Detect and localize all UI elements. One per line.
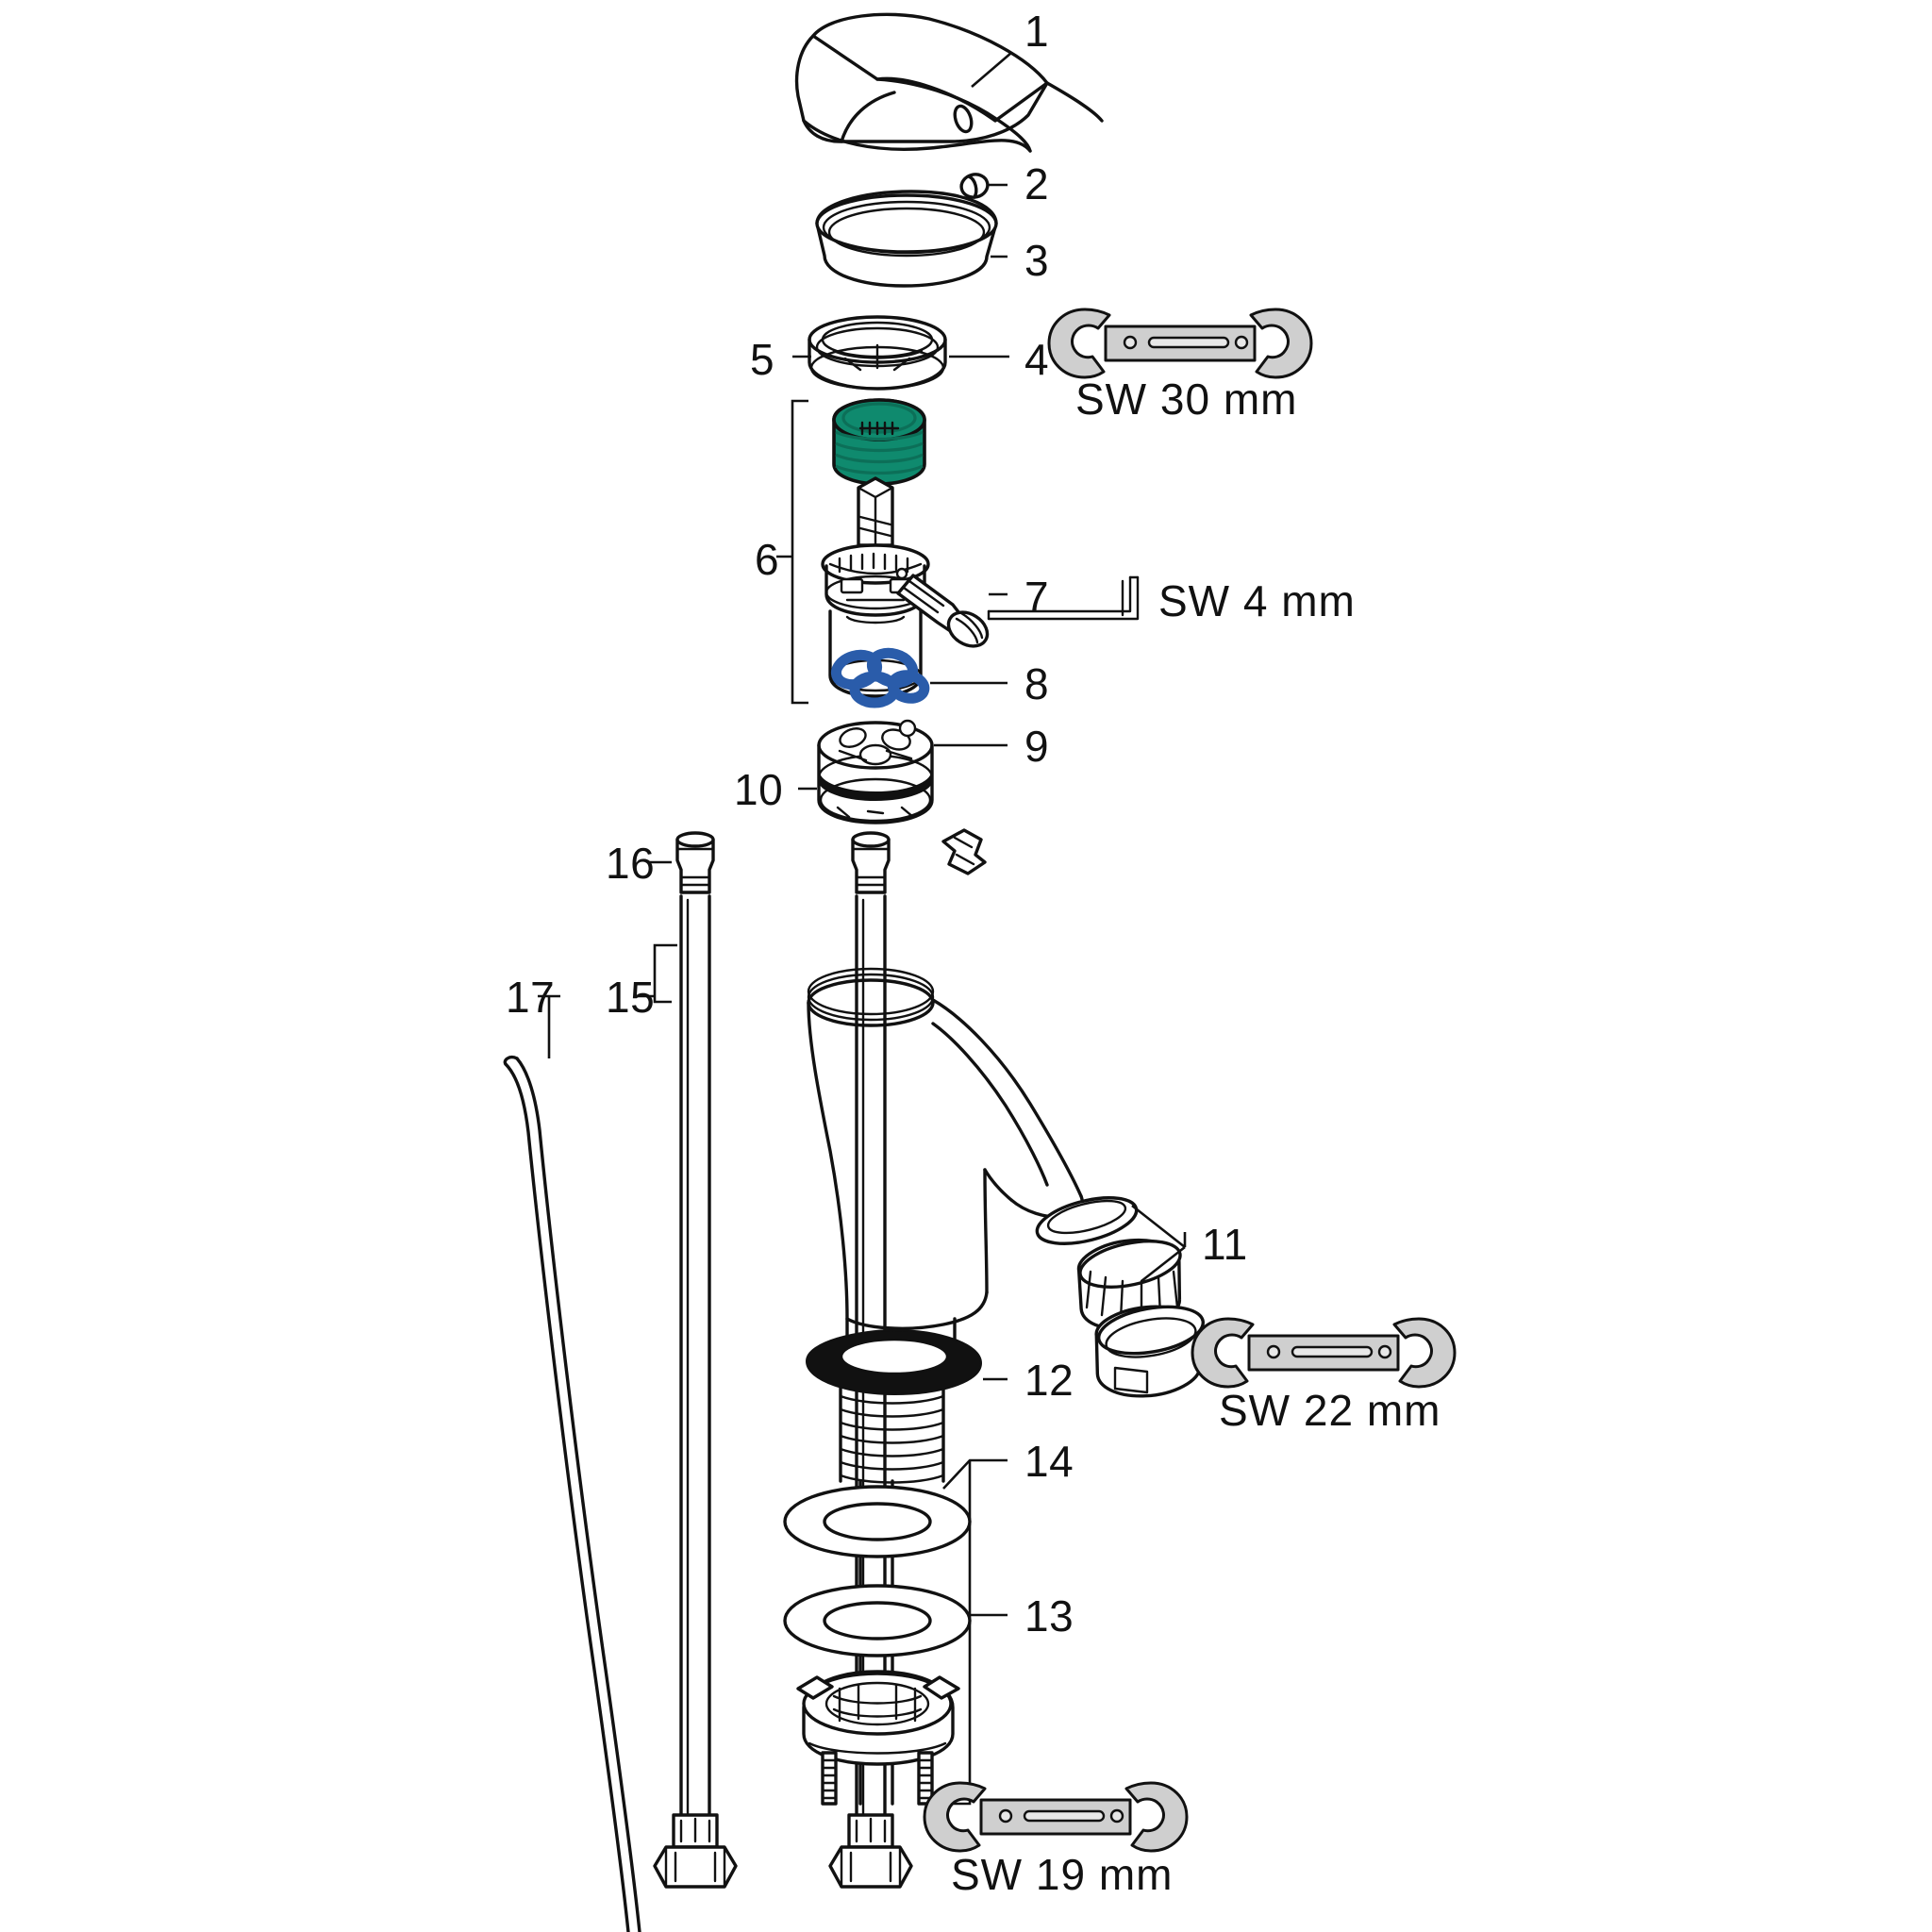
- callout-1: 1: [1024, 7, 1050, 56]
- part-cartridge-body: [821, 476, 930, 698]
- tool-wrench-sw19: [923, 1781, 1189, 1853]
- part-fibre-washer-2: [783, 1584, 972, 1657]
- part-cartridge-green-cap: [832, 398, 926, 486]
- callout-17: 17: [506, 973, 556, 1022]
- part-screw-cap: [959, 173, 990, 199]
- part-hose-left: [653, 831, 738, 1889]
- callout-4: 4: [1024, 335, 1050, 384]
- part-retaining-clip: [941, 828, 987, 875]
- part-cartridge-seat: [817, 719, 934, 824]
- callout-11: 11: [1202, 1220, 1248, 1269]
- callout-7: 7: [1024, 573, 1050, 622]
- part-lever-handle: [794, 12, 1104, 153]
- part-cap-nut: [808, 315, 947, 391]
- tool-label-sw22: SW 22 mm: [1219, 1386, 1441, 1435]
- tool-wrench-sw30: [1047, 308, 1313, 379]
- part-mounting-plate: [796, 1670, 960, 1806]
- callout-5: 5: [750, 335, 775, 384]
- callout-14: 14: [1024, 1437, 1074, 1486]
- callout-3: 3: [1024, 236, 1050, 285]
- callout-13: 13: [1024, 1591, 1074, 1641]
- part-o-rings: [830, 647, 930, 708]
- part-set-screw: [896, 574, 990, 648]
- callout-8: 8: [1024, 659, 1050, 708]
- callout-2: 2: [1024, 159, 1050, 208]
- tool-wrench-sw22: [1191, 1317, 1457, 1389]
- callout-12: 12: [1024, 1356, 1074, 1405]
- part-seal-washer: [805, 1328, 983, 1396]
- callout-16: 16: [606, 839, 656, 888]
- leader-lines: [538, 52, 1187, 1806]
- callout-10: 10: [734, 765, 784, 814]
- part-faucet-body: [807, 967, 1084, 1364]
- tool-label-sw30: SW 30 mm: [1075, 375, 1298, 424]
- part-fibre-washer-1: [783, 1485, 972, 1558]
- callout-15: 15: [606, 973, 656, 1022]
- callout-9: 9: [1024, 722, 1050, 771]
- tool-label-sw19: SW 19 mm: [951, 1850, 1174, 1899]
- tool-label-sw4: SW 4 mm: [1158, 576, 1356, 625]
- part-drain-rod: [503, 1055, 641, 1932]
- part-collar-ring: [815, 190, 998, 288]
- callout-6: 6: [755, 535, 780, 584]
- tool-allen-key-sw4: [987, 575, 1140, 621]
